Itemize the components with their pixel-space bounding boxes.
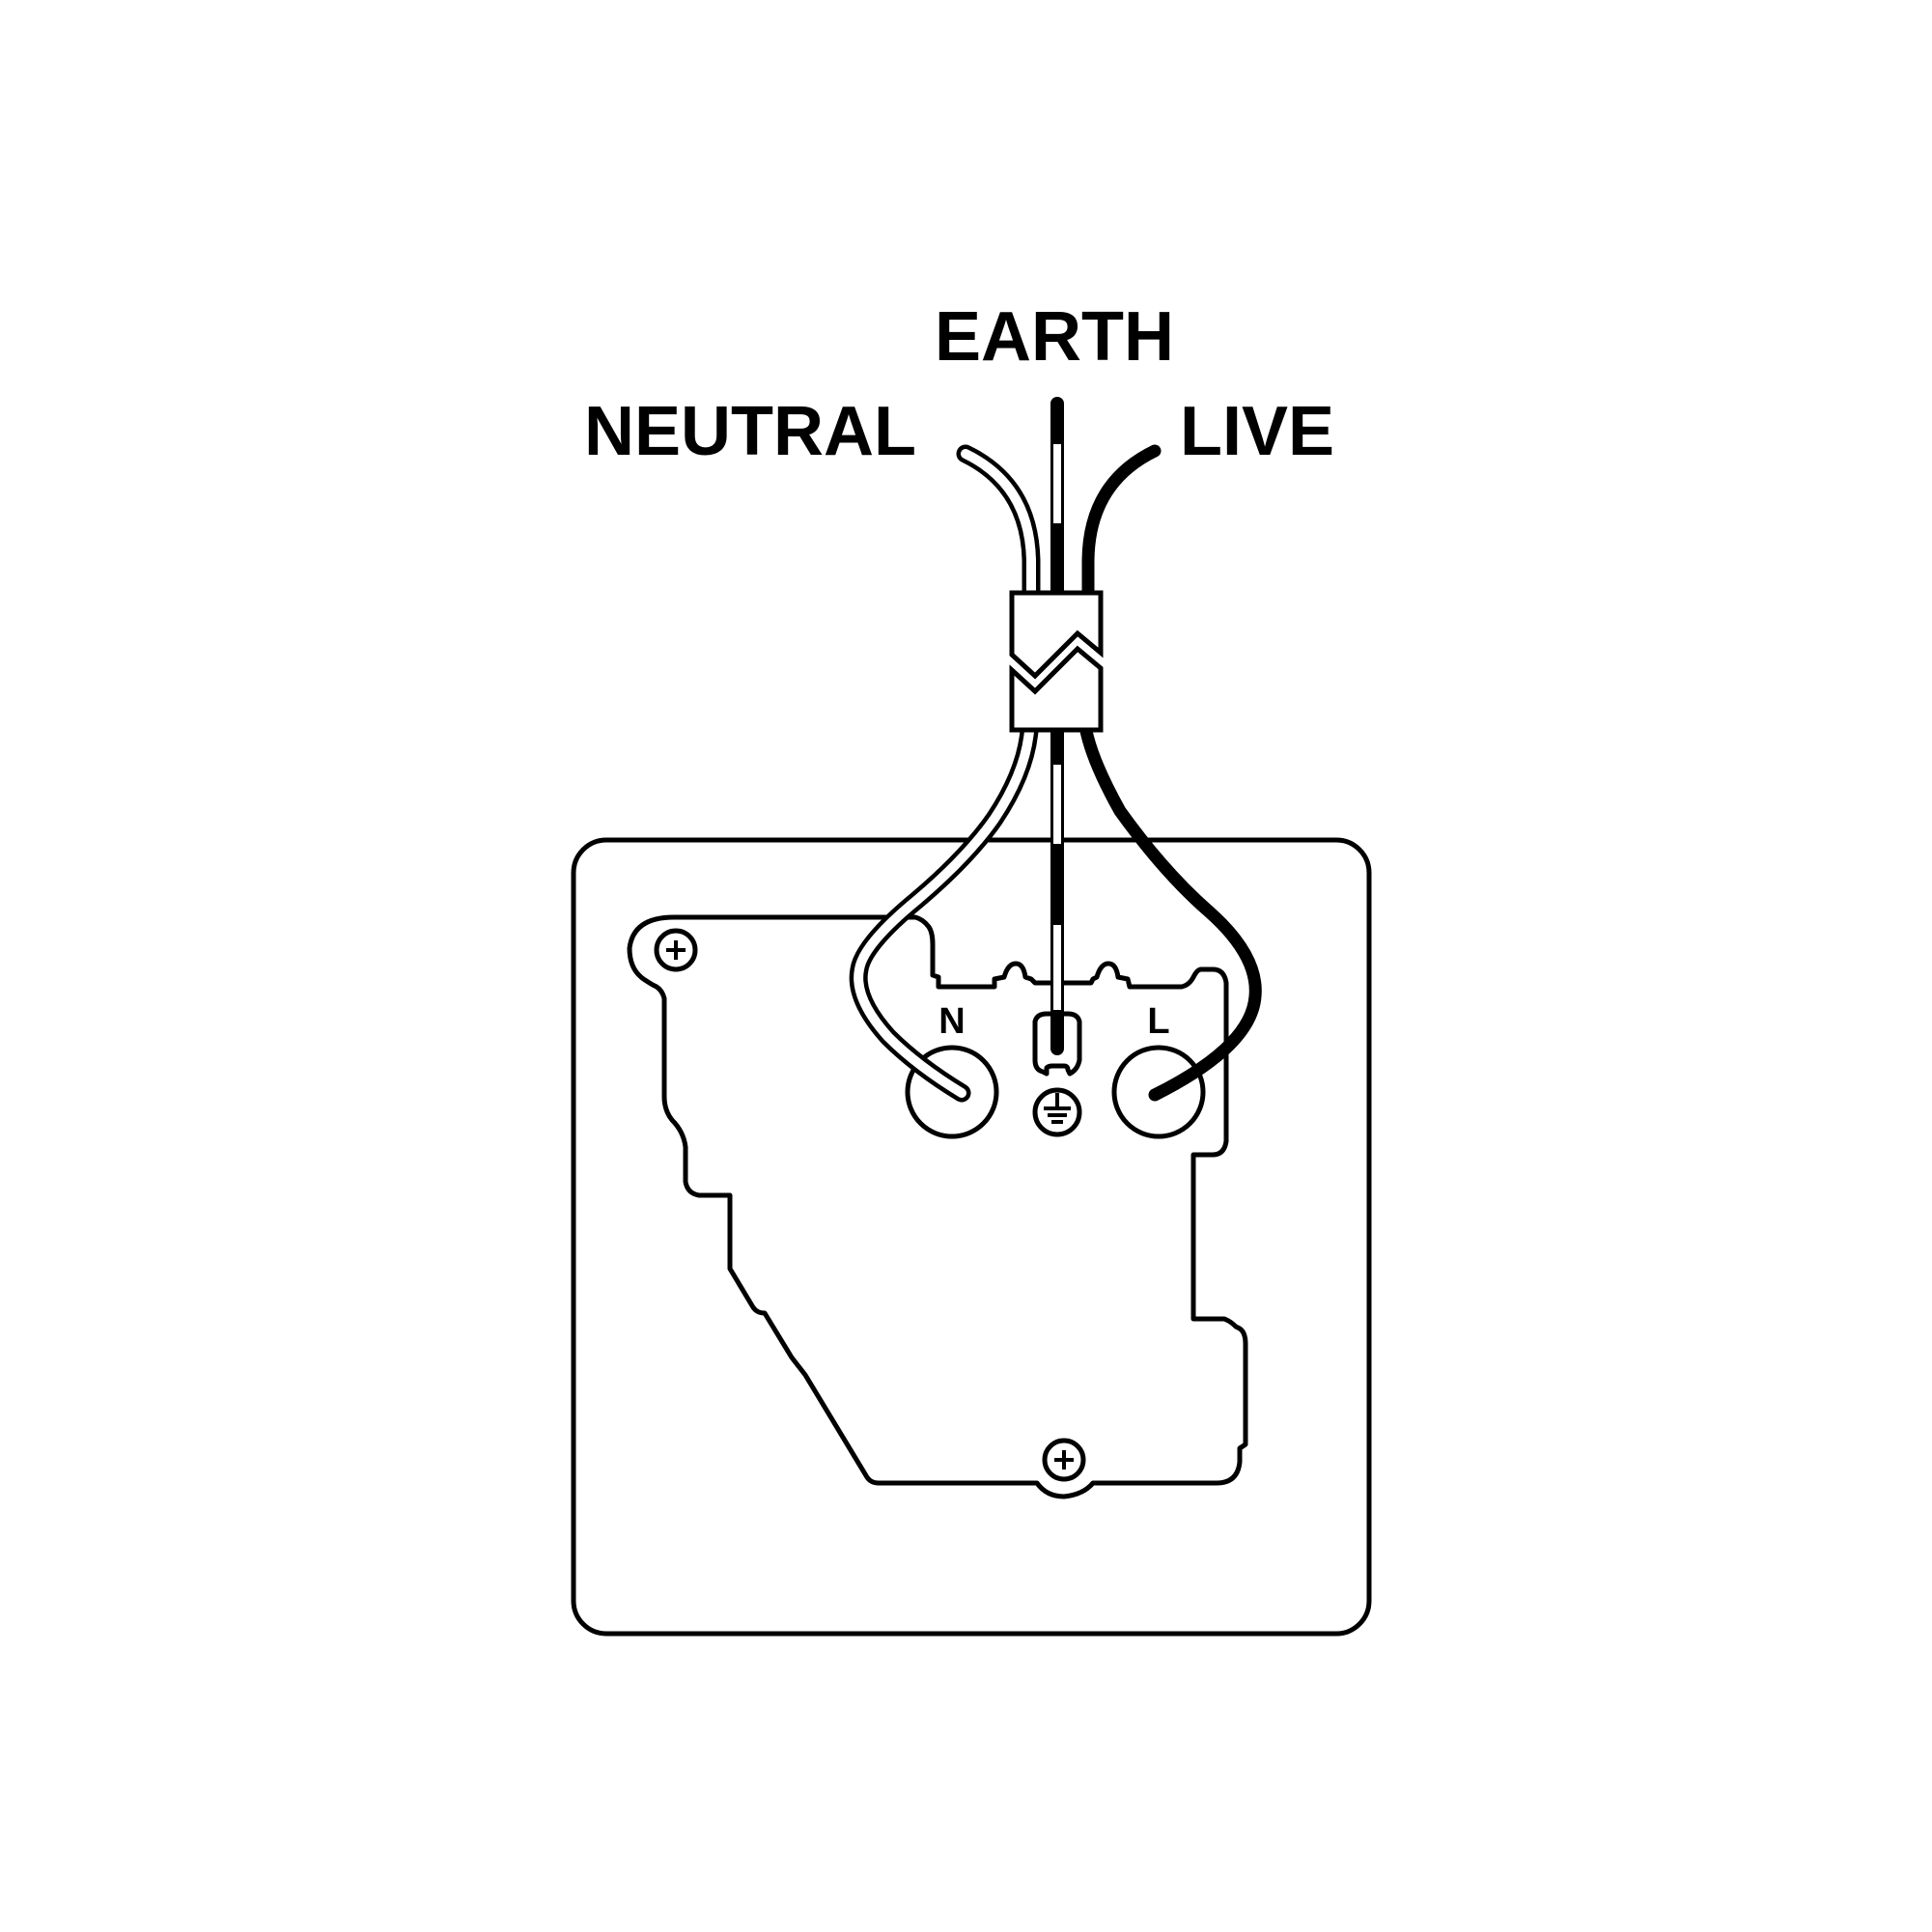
neutral-terminal-label: N [938,1001,965,1042]
earth-symbol-icon [1044,1093,1071,1124]
live-label: LIVE [1180,393,1334,470]
live-wire [1079,444,1262,1102]
bottom-fixing-screw [1042,1438,1086,1482]
live-terminal-label: L [1147,1001,1169,1042]
earth-wire [1050,397,1064,1055]
neutral-label: NEUTRAL [584,393,916,470]
mechanism-outline [627,914,1248,1499]
neutral-wire [849,444,1041,1103]
earth-label: EARTH [935,298,1174,376]
top-fixing-screw [654,928,698,972]
cable-clamp [1009,590,1104,733]
earth-terminal [1032,1011,1082,1137]
